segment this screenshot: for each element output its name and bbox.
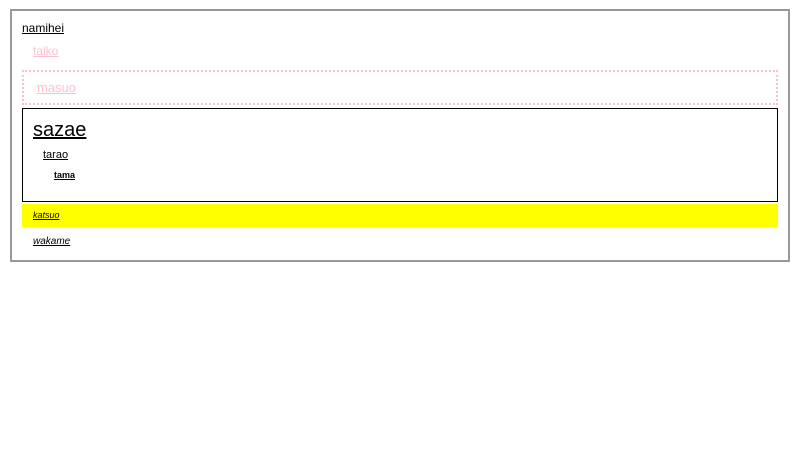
link-sazae[interactable]: sazae [33, 119, 87, 141]
link-tarao[interactable]: tarao [43, 149, 69, 161]
row-sazae: sazae [33, 119, 767, 142]
link-katsuo[interactable]: katsuo [33, 210, 60, 220]
row-tama: tama [54, 170, 767, 181]
link-taiko[interactable]: taiko [33, 44, 59, 58]
link-wakame[interactable]: wakame [33, 236, 71, 247]
link-namihei[interactable]: namihei [22, 21, 65, 35]
row-tarao: tarao [43, 149, 767, 162]
row-wakame: wakame [33, 236, 778, 248]
black-border-box: sazae tarao tama [22, 108, 778, 202]
yellow-highlight-bar: katsuo [22, 204, 778, 227]
row-taiko: taiko [33, 44, 778, 58]
row-namihei: namihei [22, 21, 778, 35]
outer-container: namihei taiko masuo sazae tarao tama kat… [10, 9, 790, 262]
link-tama[interactable]: tama [54, 170, 76, 180]
dotted-pink-box: masuo [22, 70, 778, 105]
link-masuo[interactable]: masuo [37, 80, 77, 95]
